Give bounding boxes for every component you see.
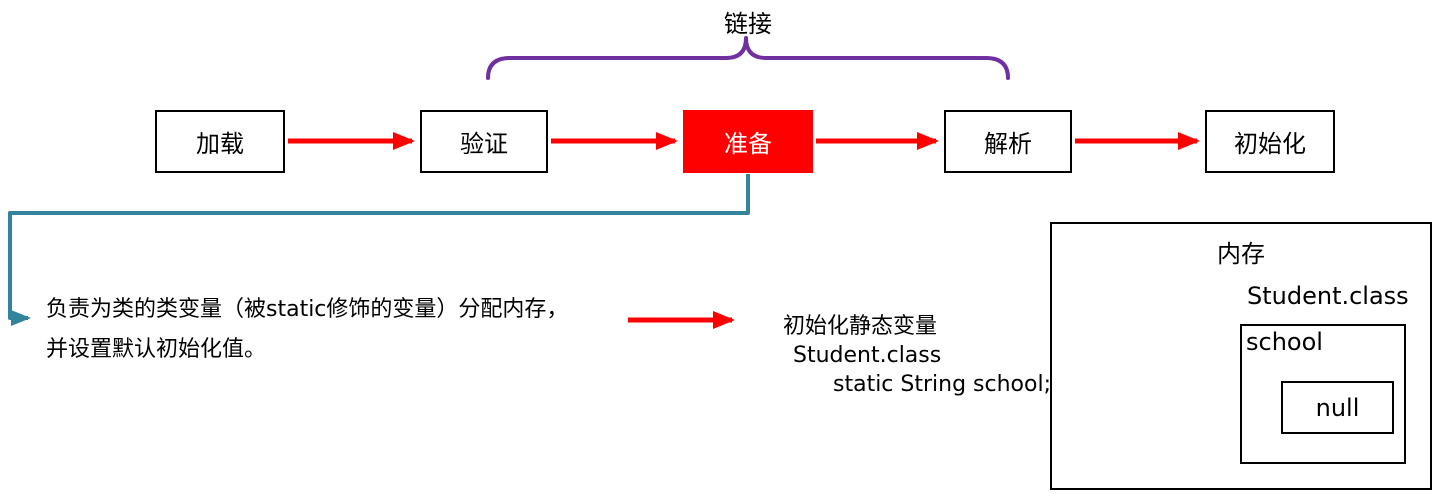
stage-label-initialize: 初始化: [1234, 130, 1306, 158]
stage-box-prepare: 准备: [683, 110, 813, 173]
school-field-box: school null: [1240, 324, 1406, 464]
stage-box-verify: 验证: [420, 110, 548, 173]
prepare-description-line2: 并设置默认初始化值。: [46, 337, 267, 362]
stage-label-verify: 验证: [460, 130, 508, 158]
memory-box: 内存 Student.class school null: [1050, 222, 1432, 490]
link-brace: [486, 36, 1010, 80]
stage-box-initialize: 初始化: [1205, 110, 1335, 173]
field-value: null: [1315, 393, 1360, 422]
stage-label-resolve: 解析: [984, 130, 1032, 158]
stage-label-prepare: 准备: [724, 130, 772, 158]
field-value-box: null: [1281, 381, 1394, 434]
example-line3: static String school;: [833, 372, 1051, 397]
stage-label-load: 加载: [196, 130, 244, 158]
link-phase-label: 链接: [724, 10, 772, 38]
prepare-description-line1: 负责为类的类变量（被static修饰的变量）分配内存，: [46, 297, 569, 322]
stage-box-resolve: 解析: [944, 110, 1072, 173]
example-line1: 初始化静态变量: [783, 314, 938, 339]
memory-class-label: Student.class: [1247, 282, 1409, 310]
example-line2: Student.class: [793, 343, 942, 368]
static-variable-example: 初始化静态变量 Student.class static String scho…: [783, 312, 1051, 399]
prepare-description: 负责为类的类变量（被static修饰的变量）分配内存， 并设置默认初始化值。: [46, 290, 568, 370]
memory-title: 内存: [1217, 240, 1265, 268]
school-field-label: school: [1246, 328, 1323, 356]
stage-box-load: 加载: [155, 110, 285, 173]
